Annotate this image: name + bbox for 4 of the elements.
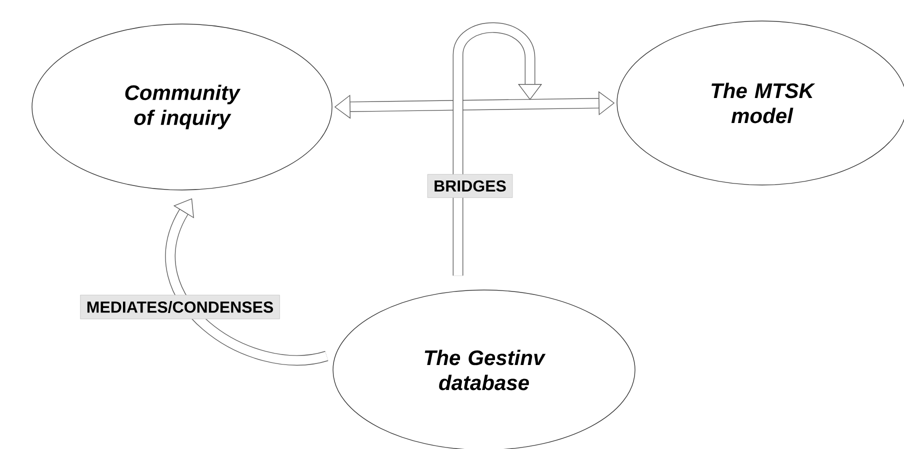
edge-label: BRIDGES	[434, 180, 506, 192]
edge-label: MEDIATES/CONDENSES	[87, 301, 273, 313]
ellipse-node: Community of inquiry	[32, 24, 332, 190]
block-arrow	[452, 22, 542, 276]
